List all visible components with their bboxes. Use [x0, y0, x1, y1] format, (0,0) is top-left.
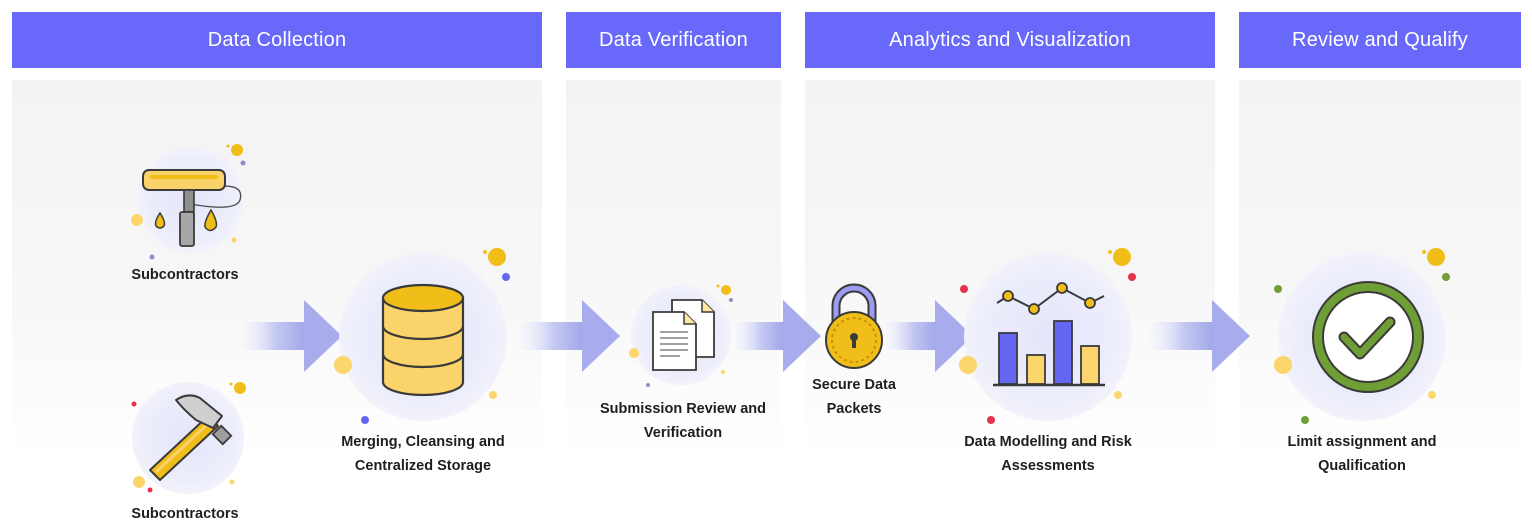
stage-title: Data Verification	[598, 28, 749, 51]
node-label-review: Submission Review and Verification	[600, 401, 766, 441]
flow-arrow	[520, 300, 620, 372]
node-label-subcontractors-2: Subcontractors	[131, 506, 239, 522]
hammer-icon	[149, 394, 233, 481]
flow-arrow	[242, 300, 342, 372]
node-label-subcontractors-1: Subcontractors	[131, 267, 239, 283]
database-icon	[381, 283, 465, 397]
node-label-secure: Secure Data Packets	[812, 377, 896, 417]
stage-panel-data-verification	[566, 80, 781, 458]
stage-header-data-verification: Data Verification	[566, 12, 781, 68]
paint-roller-icon	[142, 169, 242, 247]
stage-header-analytics: Analytics and Visualization	[805, 12, 1215, 68]
node-label-storage: Merging, Cleansing and Centralized Stora…	[341, 434, 505, 474]
stage-title: Analytics and Visualization	[889, 28, 1131, 51]
stage-header-review: Review and Qualify	[1239, 12, 1521, 68]
padlock-icon	[825, 283, 883, 369]
bar-line-chart-icon	[993, 282, 1105, 387]
flow-arrow	[1150, 300, 1250, 372]
check-circle-icon	[1312, 281, 1424, 393]
stage-header-data-collection: Data Collection	[12, 12, 542, 68]
flow-arrow	[735, 300, 821, 372]
icon-halo	[964, 253, 1132, 421]
stage-title: Review and Qualify	[1292, 28, 1468, 51]
node-label-modelling: Data Modelling and Risk Assessments	[964, 434, 1132, 474]
documents-icon	[652, 299, 715, 371]
flow-arrow	[885, 300, 973, 372]
stage-title: Data Collection	[207, 28, 347, 51]
node-label-limit: Limit assignment and Qualification	[1287, 434, 1437, 474]
decorative-dots	[131, 144, 1450, 493]
